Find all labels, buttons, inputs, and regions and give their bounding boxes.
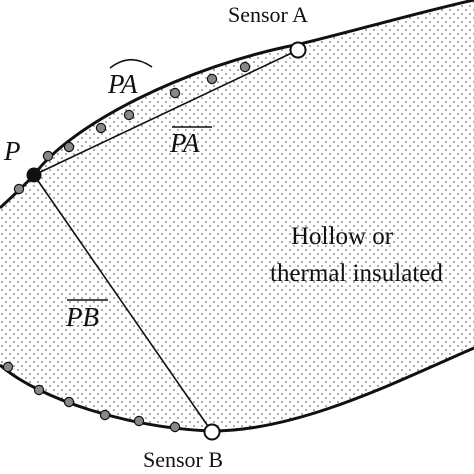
boundary-upper <box>0 0 474 210</box>
arc-node <box>133 415 145 427</box>
arc-node <box>169 421 181 433</box>
arc-node <box>123 109 135 121</box>
arc-node <box>13 183 25 195</box>
arc-node <box>95 122 107 134</box>
chord-pb-label: PB <box>65 302 99 332</box>
arc-node <box>63 396 75 408</box>
arc-nodes-upper <box>13 61 251 195</box>
arc-node <box>42 150 54 162</box>
chord-pa-line <box>33 49 299 176</box>
arc-node <box>169 87 181 99</box>
sensor-a-marker <box>289 41 307 59</box>
arc-node <box>99 409 111 421</box>
arc-pa-overarc <box>109 58 153 69</box>
point-p-label: P <box>3 136 21 166</box>
sensor-b-label: Sensor B <box>143 447 223 472</box>
stippled-region <box>0 0 474 431</box>
arc-nodes-lower <box>2 361 181 433</box>
sensor-b-marker <box>203 423 221 441</box>
region-label-line2: thermal insulated <box>270 260 443 287</box>
arc-node <box>206 73 218 85</box>
region-label-line1: Hollow or <box>291 223 394 250</box>
point-p-marker <box>26 167 42 183</box>
chord-pa-label: PA <box>169 128 200 158</box>
sensor-a-label: Sensor A <box>228 2 308 27</box>
chord-pb-line <box>33 174 213 433</box>
arc-pa-label: PA <box>107 69 138 99</box>
arc-node <box>239 61 251 73</box>
arc-node <box>2 361 14 373</box>
arc-node <box>33 384 45 396</box>
arc-node <box>63 141 75 153</box>
